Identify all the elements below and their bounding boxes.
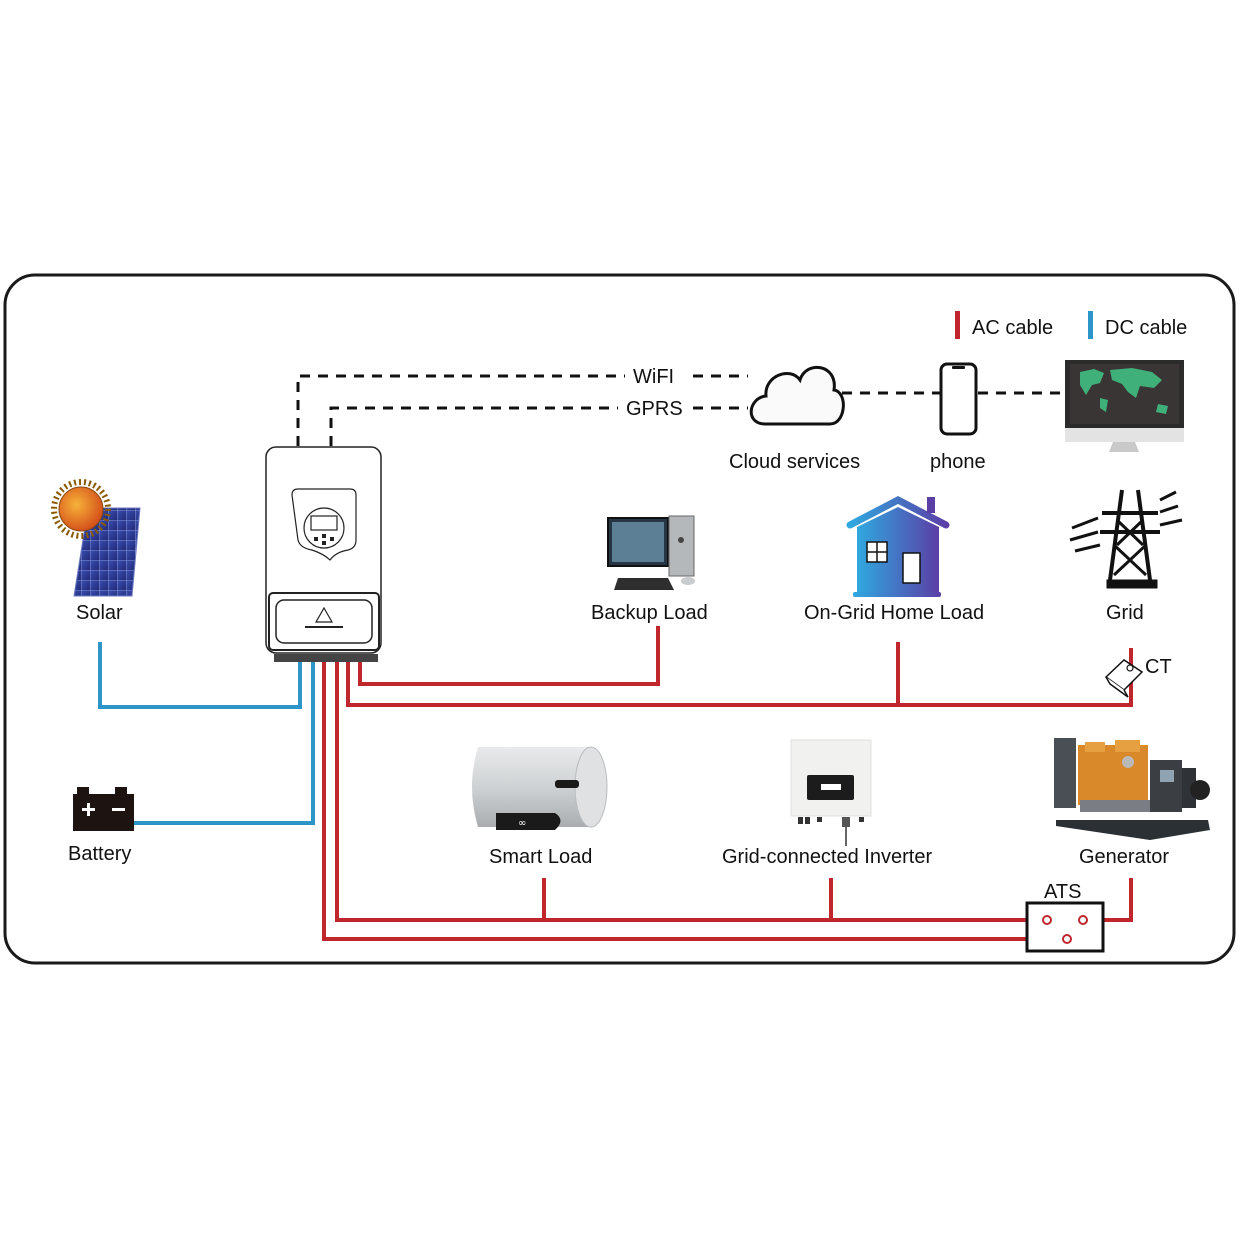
hybrid-inverter-icon	[265, 446, 382, 662]
ats-gen-input-cable	[322, 660, 1066, 941]
house-icon	[846, 496, 950, 597]
battery-icon	[73, 787, 134, 831]
ats-switch-icon	[1025, 901, 1105, 953]
cloud-icon	[749, 365, 845, 426]
sun-icon	[51, 479, 111, 539]
monitor-icon	[1065, 360, 1184, 452]
backup-load-label: Backup Load	[591, 602, 708, 624]
ac-cable-swatch	[955, 311, 960, 339]
grid-label: Grid	[1106, 602, 1144, 624]
gprs-label: GPRS	[626, 398, 683, 420]
battery-label: Battery	[68, 843, 131, 865]
desktop-computer-icon	[607, 515, 695, 590]
solar-panel-icon	[51, 479, 141, 597]
home-load-label: On-Grid Home Load	[804, 602, 984, 624]
wifi-label: WiFI	[633, 366, 674, 388]
dc-cable-swatch	[1088, 311, 1093, 339]
phone-icon	[939, 362, 978, 436]
ats-label: ATS	[1044, 881, 1081, 903]
power-tower-icon	[1069, 489, 1183, 589]
water-heater-icon: ∞	[472, 746, 608, 830]
dc-cable-label: DC cable	[1105, 317, 1187, 339]
solar-label: Solar	[76, 602, 123, 624]
dc-cables	[98, 642, 315, 825]
solar-dc-cable	[98, 642, 302, 709]
comm-links	[296, 374, 1065, 446]
ct-label: CT	[1145, 656, 1172, 678]
phone-label: phone	[930, 451, 986, 473]
generator-label: Generator	[1079, 846, 1169, 868]
smart-load-cable	[335, 660, 1046, 922]
smart-load-label: Smart Load	[489, 846, 592, 868]
gprs-link-left	[329, 406, 618, 446]
current-transformer-icon	[1104, 659, 1144, 698]
generator-icon	[1054, 738, 1210, 840]
battery-dc-cable	[134, 660, 315, 825]
legend: AC cable DC cable	[955, 311, 1187, 339]
grid-inverter-icon	[790, 739, 872, 846]
wifi-link-left	[296, 374, 625, 446]
grid-inverter-label: Grid-connected Inverter	[722, 846, 932, 868]
ac-cable-label: AC cable	[972, 317, 1053, 339]
svg-text:∞: ∞	[518, 818, 526, 829]
backup-load-cable	[358, 626, 660, 686]
cloud-services-label: Cloud services	[729, 451, 860, 473]
